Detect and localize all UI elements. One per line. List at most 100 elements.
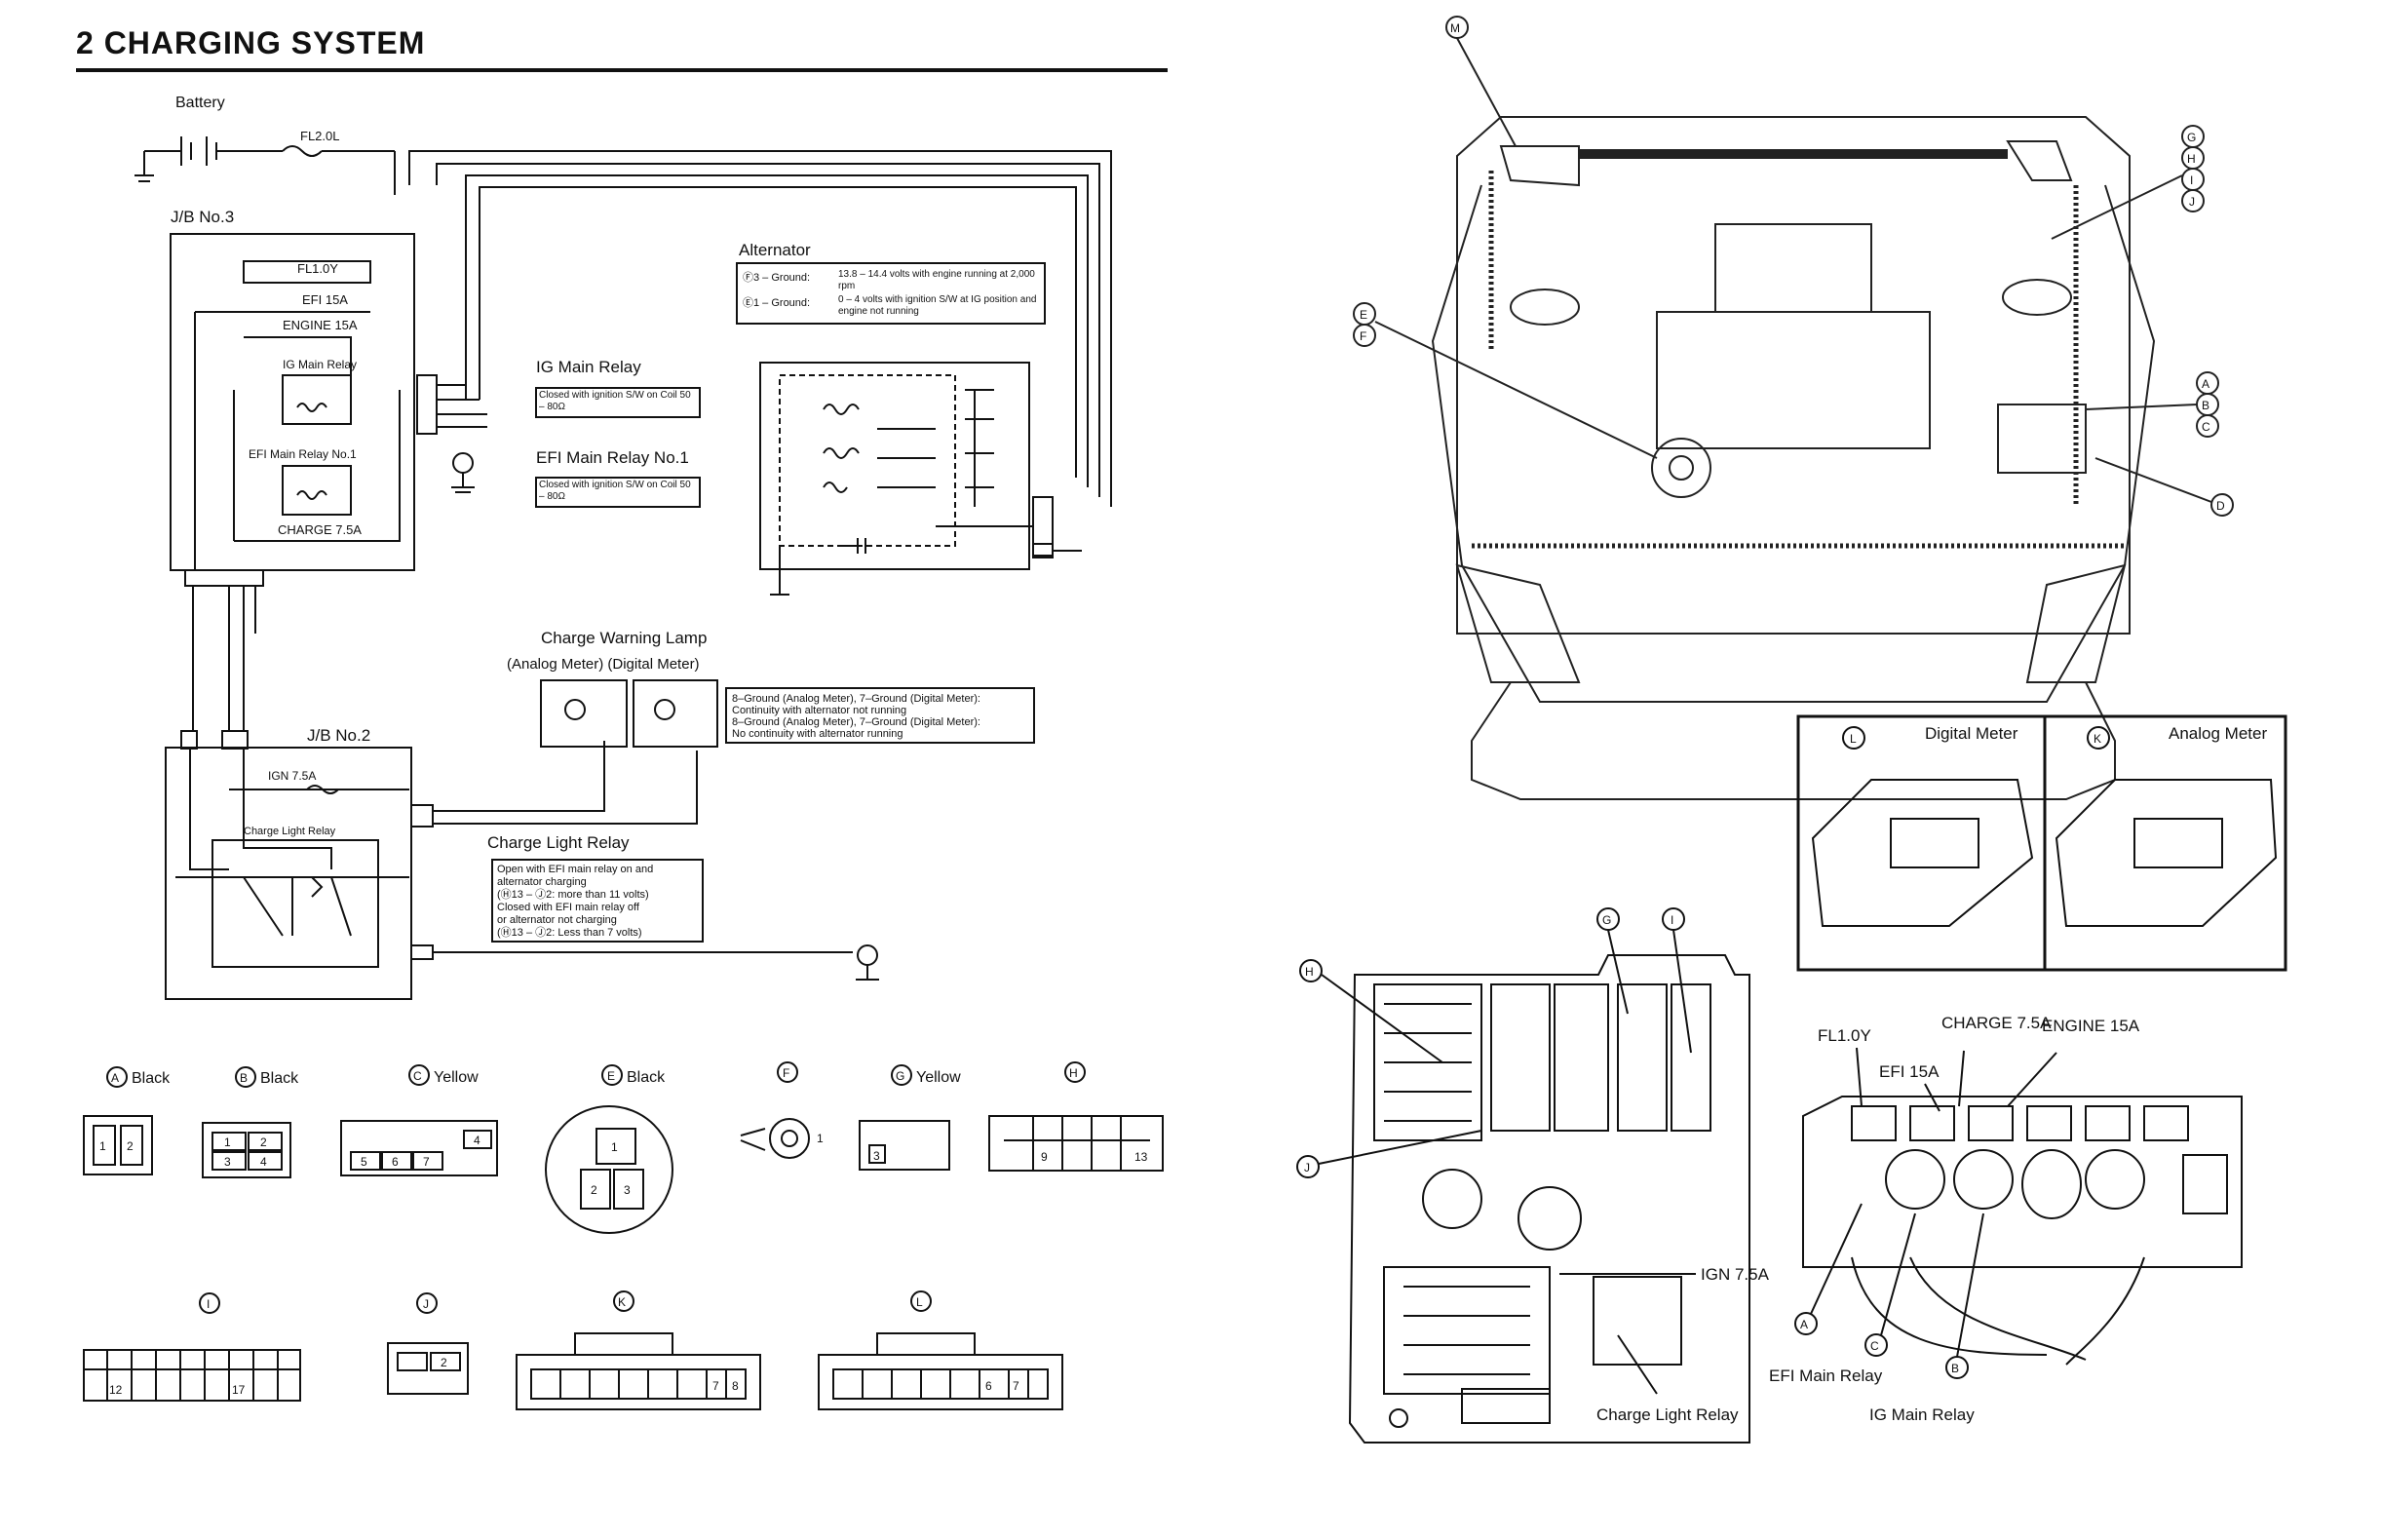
connector-g: G Yellow 3	[859, 1064, 961, 1171]
jb3-ig-relay-label: IG Main Relay	[283, 358, 357, 371]
svg-text:4: 4	[260, 1155, 267, 1169]
alt-spec-1-value: 13.8 – 14.4 volts with engine running at…	[838, 269, 1035, 291]
svg-text:2: 2	[441, 1356, 447, 1369]
svg-text:A: A	[111, 1071, 119, 1085]
svg-text:3: 3	[224, 1155, 231, 1169]
fusible-link-icon	[282, 145, 323, 157]
svg-text:9: 9	[1041, 1150, 1048, 1164]
charge-light-relay-spec-box	[491, 859, 704, 943]
svg-text:M: M	[1450, 21, 1460, 35]
jb3-fl10y: FL1.0Y	[297, 261, 338, 276]
svg-text:J: J	[423, 1297, 429, 1311]
svg-text:17: 17	[232, 1383, 246, 1397]
relay-charge-label: CHARGE 7.5A	[1941, 1014, 2052, 1032]
svg-text:6: 6	[392, 1155, 399, 1169]
svg-text:12: 12	[109, 1383, 123, 1397]
engine-bay-callouts: M E F G H I J A B C D	[1353, 16, 2234, 517]
alternator-spec-box	[736, 262, 1046, 325]
page-header: 2 CHARGING SYSTEM	[76, 19, 1168, 72]
svg-text:1: 1	[99, 1139, 106, 1153]
jb3-box	[170, 233, 415, 571]
svg-text:F: F	[1360, 329, 1366, 343]
jb3-efi-relay-label: EFI Main Relay No.1	[249, 447, 357, 461]
engine-bay-illustration: M E F G H I J A B C D	[1353, 16, 2234, 800]
relay-efi15a-label: EFI 15A	[1879, 1062, 1940, 1081]
jb3-charge75a: CHARGE 7.5A	[278, 522, 362, 537]
jb2-ign75a: IGN 7.5A	[268, 769, 316, 783]
svg-text:L: L	[1850, 732, 1857, 746]
svg-text:I: I	[207, 1297, 210, 1311]
svg-text:8: 8	[732, 1379, 739, 1393]
svg-text:7: 7	[712, 1379, 719, 1393]
svg-text:E: E	[607, 1069, 615, 1083]
svg-text:B: B	[2202, 399, 2209, 412]
alt-spec-2-value: 0 – 4 volts with ignition S/W at IG posi…	[838, 294, 1037, 317]
clr-spec-6: (Ⓗ13 – Ⓙ2: Less than 7 volts)	[497, 926, 642, 939]
svg-text:G: G	[896, 1069, 904, 1083]
svg-text:K: K	[2094, 732, 2101, 746]
charge-warning-lamp-title: Charge Warning Lamp	[541, 629, 707, 647]
svg-text:Black: Black	[132, 1070, 171, 1087]
svg-text:K: K	[618, 1295, 626, 1309]
alternator-connector-e	[1032, 496, 1054, 557]
connector-i: I 12 17	[83, 1292, 301, 1402]
charge-light-relay-title: Charge Light Relay	[487, 833, 630, 852]
svg-text:Yellow: Yellow	[434, 1069, 479, 1086]
meter-types-label: (Analog Meter) (Digital Meter)	[507, 656, 700, 673]
svg-text:1: 1	[611, 1140, 618, 1154]
svg-text:H: H	[1305, 965, 1314, 979]
jb2-box	[165, 747, 412, 1000]
svg-text:J: J	[1304, 1161, 1310, 1174]
svg-text:1: 1	[224, 1136, 231, 1149]
jb2-label: J/B No.2	[307, 726, 370, 745]
svg-text:G: G	[2187, 131, 2196, 144]
svg-text:2: 2	[127, 1139, 134, 1153]
relay-fl10y-label: FL1.0Y	[1818, 1026, 1871, 1045]
connector-f: F 1	[740, 1061, 824, 1159]
jb2-charge-light-relay: Charge Light Relay	[244, 826, 336, 837]
svg-text:C: C	[2202, 420, 2210, 434]
connector-j: J 2	[387, 1292, 469, 1395]
jb3-label: J/B No.3	[171, 208, 234, 226]
svg-text:C: C	[1870, 1339, 1879, 1353]
jb2-connector-j	[410, 944, 434, 960]
svg-text:D: D	[2216, 499, 2225, 513]
svg-text:A: A	[1800, 1318, 1808, 1331]
jb2-connector-i	[410, 804, 434, 828]
alternator-regulator-outline	[779, 374, 956, 547]
page-title: 2 CHARGING SYSTEM	[76, 25, 426, 60]
svg-text:2: 2	[260, 1136, 267, 1149]
ig-main-relay-title: IG Main Relay	[536, 358, 641, 376]
svg-text:I: I	[1671, 913, 1673, 927]
clr-spec-1: Open with EFI main relay on and	[497, 864, 653, 875]
svg-text:L: L	[916, 1295, 923, 1309]
relay-block-view: FL1.0Y CHARGE 7.5A ENGINE 15A EFI 15A A …	[1769, 1014, 2243, 1424]
svg-text:A: A	[2202, 377, 2209, 391]
jb3-efi15a: EFI 15A	[302, 292, 348, 307]
charge-light-relay-symbol	[211, 839, 379, 968]
alternator-title: Alternator	[739, 241, 811, 259]
efi-main-relay-spec-box	[535, 477, 701, 508]
svg-text:Black: Black	[260, 1070, 299, 1087]
charge-light-relay-label: Charge Light Relay	[1596, 1405, 1739, 1424]
svg-text:F: F	[783, 1066, 789, 1080]
jb3-connector-c-pins	[184, 569, 264, 587]
clr-spec-4: Closed with EFI main relay off	[497, 902, 640, 913]
jb3-connector-b-pins	[416, 374, 438, 435]
jb-fuse-box-view: G I H J IGN 7.5A Charge Light Relay	[1296, 907, 1770, 1444]
relay-ig-main-label: IG Main Relay	[1869, 1405, 1975, 1424]
fuse-main-label: FL2.0L	[300, 129, 339, 143]
ign75a-label: IGN 7.5A	[1701, 1265, 1770, 1284]
digital-meter-label: Digital Meter	[1925, 724, 2018, 743]
svg-text:3: 3	[624, 1183, 631, 1197]
svg-text:13: 13	[1134, 1150, 1148, 1164]
svg-text:1: 1	[817, 1132, 824, 1145]
ig-main-relay-symbol	[282, 374, 352, 425]
